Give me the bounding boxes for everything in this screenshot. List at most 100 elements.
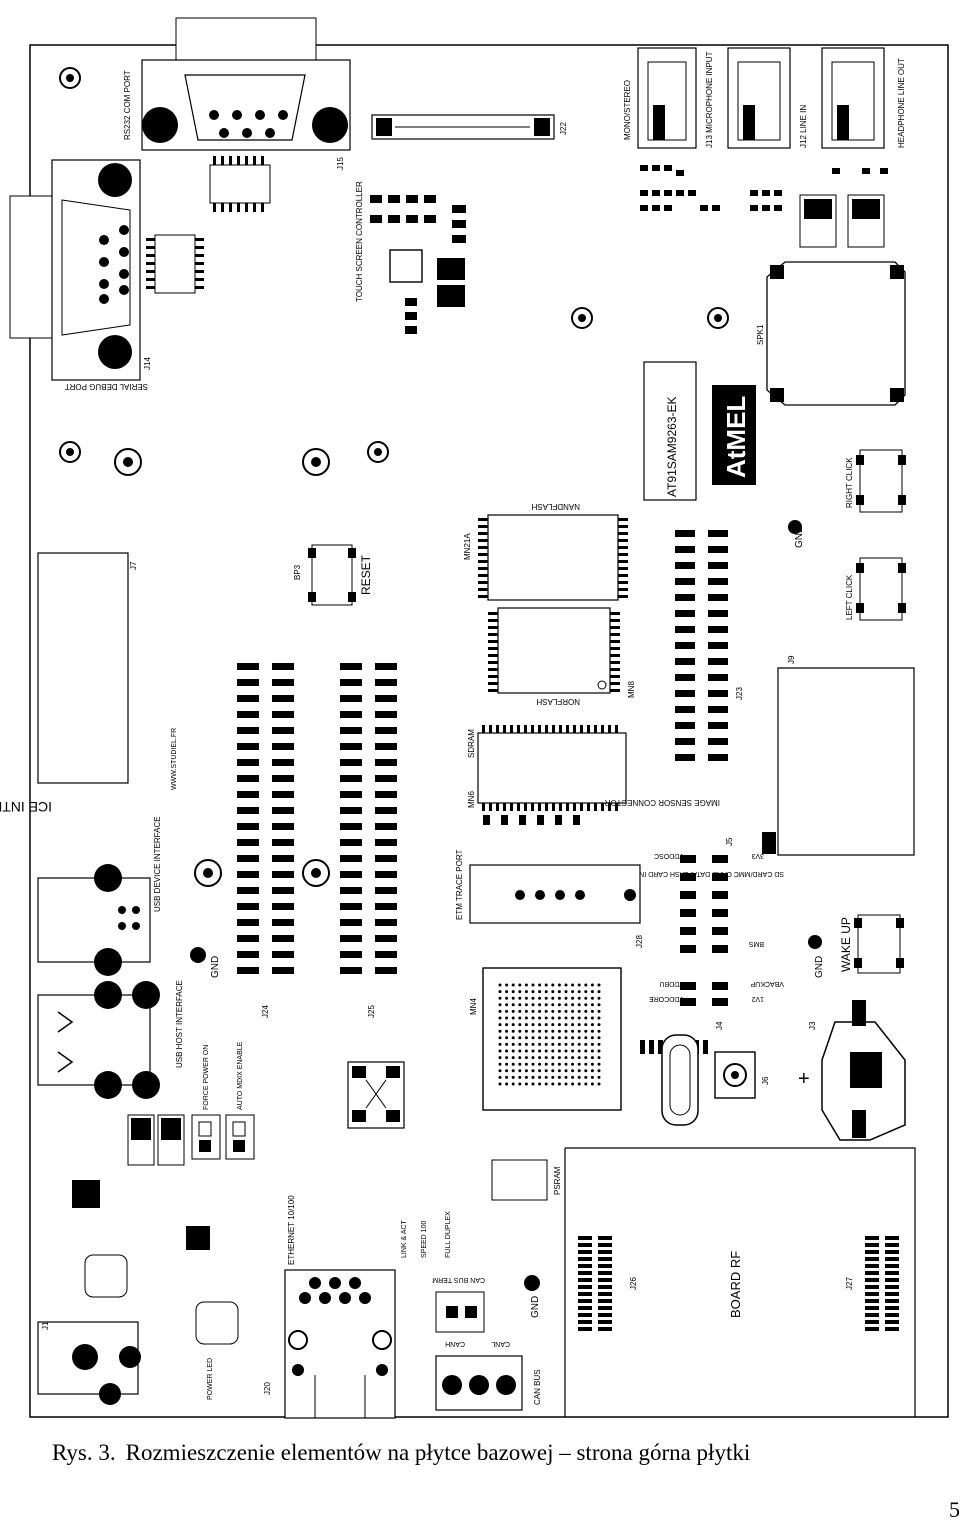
j1-label: J1 — [41, 1321, 50, 1330]
audio-caps — [799, 194, 885, 248]
bga-ball — [571, 1036, 575, 1040]
sdram-pin — [608, 725, 611, 733]
bga-ball — [557, 990, 561, 994]
nand-pin — [478, 518, 488, 521]
j26-pin — [578, 1264, 592, 1268]
bga-ball — [524, 1003, 528, 1007]
bga-ball — [518, 996, 522, 1000]
mn4-label: MN4 — [469, 998, 478, 1015]
bms-label: BMS — [749, 940, 765, 947]
v3v3-label: 3V3 — [751, 852, 764, 859]
bga-ball — [511, 1049, 515, 1053]
j24-pin — [237, 935, 259, 942]
can-bus: CAN BUS TERM CANH CANL CAN BUS GND — [432, 1275, 542, 1411]
j23-pin — [675, 674, 695, 681]
j27-pin — [885, 1271, 899, 1275]
bga-ball — [544, 1016, 548, 1020]
nand-pin — [618, 553, 628, 556]
ethernet-leds: LINK & ACT SPEED 100 FULL DUPLEX — [401, 1211, 452, 1258]
j23-pin — [708, 674, 728, 681]
rs232-shell — [175, 17, 317, 63]
nand-pin — [618, 525, 628, 528]
j27-pin — [865, 1278, 879, 1282]
atmel-logo-text: AtMEL — [721, 396, 751, 478]
bga-ball — [531, 983, 535, 987]
j3-battery-holder: + J3 — [798, 1000, 906, 1141]
bga-ball — [531, 1062, 535, 1066]
website-label: WWW.STUDIEL.FR — [171, 728, 178, 790]
j5-pin — [680, 891, 696, 899]
bga-ball — [505, 1036, 509, 1040]
bga-ball — [577, 1003, 581, 1007]
j24-pin — [272, 663, 294, 670]
etm-label: ETM TRACE PORT — [455, 850, 464, 920]
j24-pin — [237, 791, 259, 798]
bga-ball — [590, 1082, 594, 1086]
j26-pin — [598, 1278, 612, 1282]
bga-ball — [544, 996, 548, 1000]
j23-pin — [675, 530, 695, 537]
j27-pin — [885, 1264, 899, 1268]
j9-label: J9 — [787, 655, 796, 664]
bga-ball — [505, 1009, 509, 1013]
bga-ball — [557, 1009, 561, 1013]
j23-pin — [708, 530, 728, 537]
reset-button: RESET BP3 — [293, 544, 373, 606]
passive — [573, 815, 580, 825]
bga-ball — [518, 1075, 522, 1079]
bga-ball — [597, 1049, 601, 1053]
j23-pin — [708, 722, 728, 729]
bga-ball — [551, 1075, 555, 1079]
bga-ball — [597, 1042, 601, 1046]
passive — [649, 1040, 654, 1054]
force-power-jumpers: FORCE POWER ON AUTO MDIX ENABLE — [127, 1041, 255, 1166]
power-led-label: POWER LED — [207, 1358, 214, 1400]
bga-ball — [590, 990, 594, 994]
bga-ball — [597, 990, 601, 994]
j24-pin — [237, 695, 259, 702]
sdram-pin — [482, 725, 485, 733]
j25-pin — [375, 759, 397, 766]
j23-pin — [675, 658, 695, 665]
j24-pin — [272, 807, 294, 814]
nor-pin — [488, 633, 498, 636]
sdram-pin — [552, 803, 555, 811]
bga-ball — [518, 1036, 522, 1040]
nor-pin — [610, 640, 620, 643]
bga-ball — [597, 983, 601, 987]
bga-ball — [518, 1056, 522, 1060]
bga-ball — [518, 1069, 522, 1073]
bga-ball — [551, 1036, 555, 1040]
j25-pin — [375, 935, 397, 942]
bga-ball — [551, 1023, 555, 1027]
nor-pin — [610, 612, 620, 615]
bga-ball — [531, 990, 535, 994]
norflash-ic: NORFLASH MN8 — [497, 607, 636, 706]
bga-ball — [538, 1036, 542, 1040]
j27-label: J27 — [845, 1277, 854, 1290]
force-power-label: FORCE POWER ON — [203, 1045, 210, 1110]
j26-pin — [598, 1264, 612, 1268]
j24-pin — [272, 919, 294, 926]
j25-pin — [340, 903, 362, 910]
j26-pin — [598, 1292, 612, 1296]
nand-pin — [618, 546, 628, 549]
bga-ball — [584, 1075, 588, 1079]
bga-ball — [538, 1069, 542, 1073]
j26-pin — [578, 1271, 592, 1275]
can-bus-label: CAN BUS — [533, 1369, 542, 1405]
bga-ball — [564, 1009, 568, 1013]
j27-pin — [865, 1292, 879, 1296]
gnd-label-tp67: GND — [814, 956, 825, 978]
bga-ball — [564, 990, 568, 994]
bga-ball — [498, 1009, 502, 1013]
j23-pin — [675, 642, 695, 649]
bga-ball — [511, 1009, 515, 1013]
j24-pin — [272, 791, 294, 798]
bga-ball — [544, 990, 548, 994]
j25-pin — [375, 919, 397, 926]
j23-pin — [708, 610, 728, 617]
bga-ball — [538, 1075, 542, 1079]
bga-ball — [538, 996, 542, 1000]
bga-ball — [557, 1082, 561, 1086]
